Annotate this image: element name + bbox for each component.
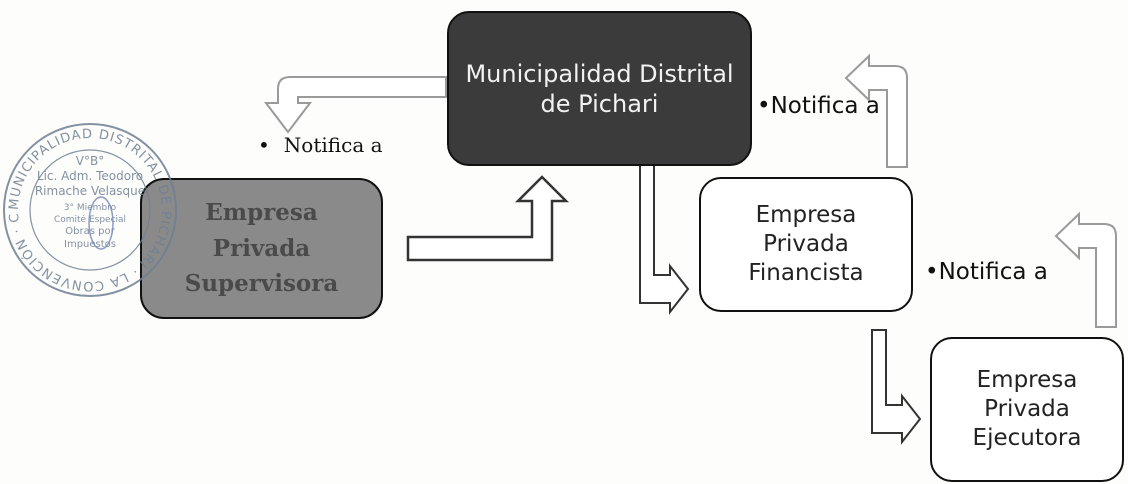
label-notifica-a-left: • Notifica a (258, 133, 383, 157)
arrow-municipalidad-to-supervisora (263, 76, 447, 134)
arrow-ejecutora-up (1054, 211, 1117, 328)
label-notifica-a-ejecutora: •Notifica a (925, 259, 1048, 285)
stamp-line: Lic. Adm. Teodoro (37, 169, 143, 183)
stamp-line: Impuestos (64, 239, 116, 250)
node-municipalidad-distrital: Municipalidad Distrital de Pichari (447, 11, 752, 166)
label-notifica-a-financista: •Notifica a (757, 93, 880, 119)
bullet-icon: • (258, 133, 270, 157)
node-empresa-ejecutora: Empresa Privada Ejecutora (930, 337, 1124, 482)
arrow-financista-up (844, 53, 908, 168)
stamp-line: V°B° (76, 154, 104, 168)
stamp-line: Rimache Velasque (35, 184, 145, 198)
label-notifica-a-left-text: Notifica a (283, 133, 383, 157)
stamp-line: 3° Miembro (64, 203, 117, 213)
node-empresa-supervisora: Empresa Privada Supervisora (140, 178, 383, 319)
stamp-line: Obras por (65, 226, 115, 237)
arrow-financista-to-ejecutora (871, 329, 922, 445)
stamp-line: Comité Especial (54, 214, 126, 225)
arrow-supervisora-to-municipalidad (406, 175, 570, 262)
node-empresa-financista: Empresa Privada Financista (699, 177, 913, 312)
arrow-municipalidad-to-financista (639, 156, 690, 315)
official-seal-stamp: MUNICIPALIDAD DISTRITAL DE PICHARI · LA … (1, 121, 177, 297)
